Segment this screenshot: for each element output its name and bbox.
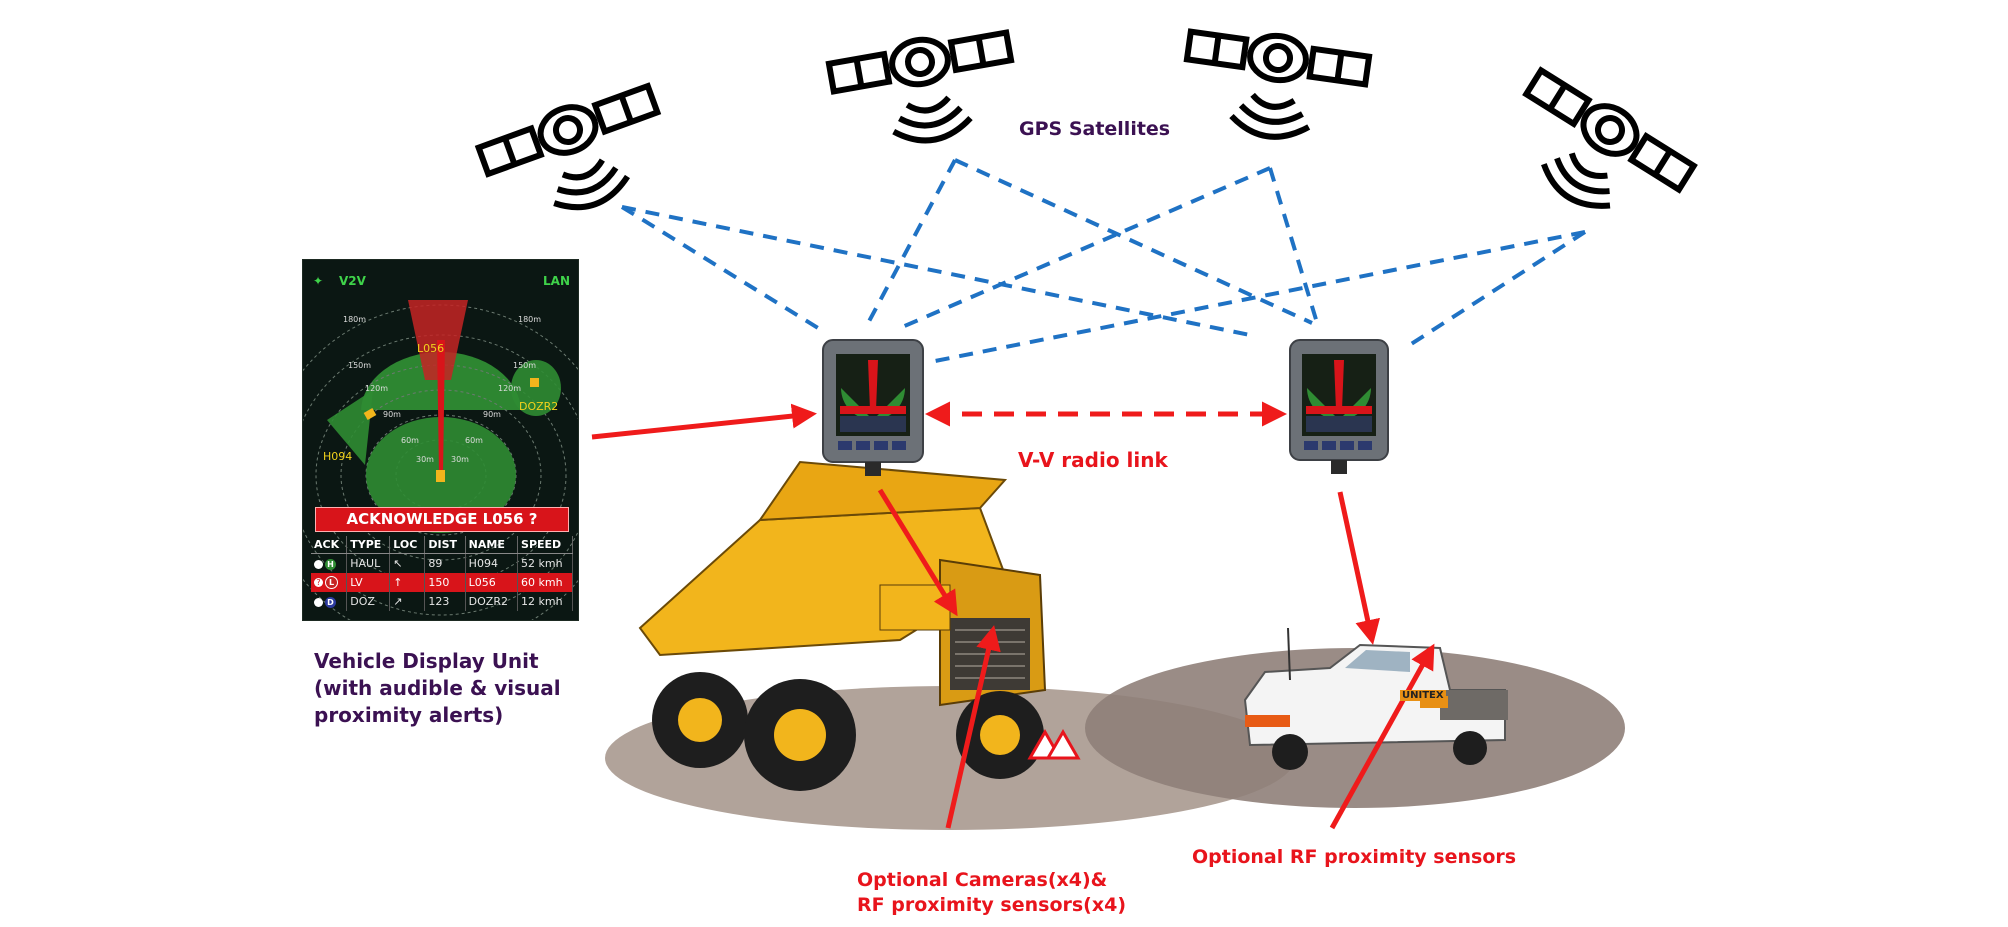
radar-display: 180m 180m 150m 150m 120m 120m 90m 90m 60… (303, 260, 578, 620)
satellite-icon (1183, 28, 1373, 140)
type-badge: L (325, 576, 338, 590)
col-speed: SPEED (517, 536, 573, 554)
cameras-sensors-label: Optional Cameras(x4)& RF proximity senso… (857, 868, 1177, 918)
vehicle-display-unit: 180m 180m 150m 150m 120m 120m 90m 90m 60… (302, 259, 579, 621)
haul-truck (638, 460, 1081, 791)
name-cell: H094 (465, 553, 519, 573)
ring-label: 150m (348, 361, 371, 370)
ack-cell[interactable]: D (311, 592, 348, 611)
in-cab-terminal-2 (1289, 339, 1389, 474)
satellite-icon (474, 82, 662, 211)
vehicle-display-unit-label: Vehicle Display Unit (with audible & vis… (314, 648, 614, 729)
speed-cell: 60 kmh (517, 573, 573, 592)
type-badge: D (325, 596, 336, 608)
gps-links (620, 158, 1587, 364)
col-type: TYPE (346, 536, 391, 554)
cam-label-line: Optional Cameras(x4)& (857, 869, 1108, 891)
ring-label: 120m (498, 384, 521, 393)
in-cab-terminal-1 (822, 339, 924, 476)
dist-cell: 123 (424, 592, 466, 611)
satellite-icon (825, 29, 1015, 144)
ring-label: 150m (513, 361, 536, 370)
vehicle-sign: UNITEX (1400, 690, 1446, 701)
mode-v2v: V2V (339, 274, 366, 288)
col-ack: ACK (311, 536, 348, 554)
type-cell: HAUL (346, 553, 391, 573)
speed-cell: 12 kmh (517, 592, 573, 611)
cam-label-line: RF proximity sensors(x4) (857, 894, 1127, 916)
target-l056: L056 (417, 342, 444, 355)
table-header: ACK TYPE LOC DIST NAME SPEED (311, 536, 573, 554)
ring-label: 60m (465, 436, 483, 445)
type-badge: H (325, 558, 336, 570)
ack-question-icon: ? (314, 578, 323, 588)
dist-cell: 89 (424, 553, 466, 573)
ring-label: 90m (483, 410, 501, 419)
col-dist: DIST (424, 536, 466, 554)
vdu-label-line: proximity alerts) (314, 703, 504, 727)
ring-label: 180m (343, 315, 366, 324)
vv-radio-link-label: V-V radio link (1018, 448, 1168, 472)
type-cell: LV (346, 573, 391, 592)
target-dozr2: DOZR2 (519, 400, 558, 413)
name-cell: DOZR2 (465, 592, 519, 611)
proximity-table: ACK TYPE LOC DIST NAME SPEED H HAUL ↖ 89… (311, 536, 573, 611)
loc-cell: ↖ (389, 553, 426, 573)
ring-label: 30m (416, 455, 434, 464)
loc-cell: ↗ (389, 592, 426, 611)
satellite-icon (1522, 66, 1698, 209)
ack-cell[interactable]: ?L (311, 573, 348, 592)
col-name: NAME (465, 536, 519, 554)
satellite-icon: ✦ (313, 274, 324, 288)
ring-label: 90m (383, 410, 401, 419)
rf-sensors-label: Optional RF proximity sensors (1192, 846, 1517, 868)
target-h094: H094 (323, 450, 352, 463)
loc-cell: ↑ (389, 573, 426, 592)
col-loc: LOC (389, 536, 426, 554)
table-row[interactable]: D DOZ ↗ 123 DOZR2 12 kmh (311, 592, 573, 611)
table-row[interactable]: ?L LV ↑ 150 L056 60 kmh (311, 573, 573, 592)
vdu-label-line: Vehicle Display Unit (314, 649, 539, 673)
gps-satellites-label: GPS Satellites (1019, 118, 1171, 140)
red-arrows (591, 401, 1435, 830)
ring-label: 30m (451, 455, 469, 464)
ring-label: 60m (401, 436, 419, 445)
dist-cell: 150 (424, 573, 466, 592)
ack-dot-icon (314, 597, 323, 607)
type-cell: DOZ (346, 592, 391, 611)
ring-label: 120m (365, 384, 388, 393)
acknowledge-button[interactable]: ACKNOWLEDGE L056 ? (315, 507, 569, 532)
mode-lan: LAN (543, 274, 570, 288)
ring-label: 180m (518, 315, 541, 324)
ack-dot-icon (314, 559, 323, 569)
table-row[interactable]: H HAUL ↖ 89 H094 52 kmh (311, 553, 573, 573)
speed-cell: 52 kmh (517, 553, 573, 573)
ack-cell[interactable]: H (311, 553, 348, 573)
name-cell: L056 (465, 573, 519, 592)
vdu-label-line: (with audible & visual (314, 676, 561, 700)
